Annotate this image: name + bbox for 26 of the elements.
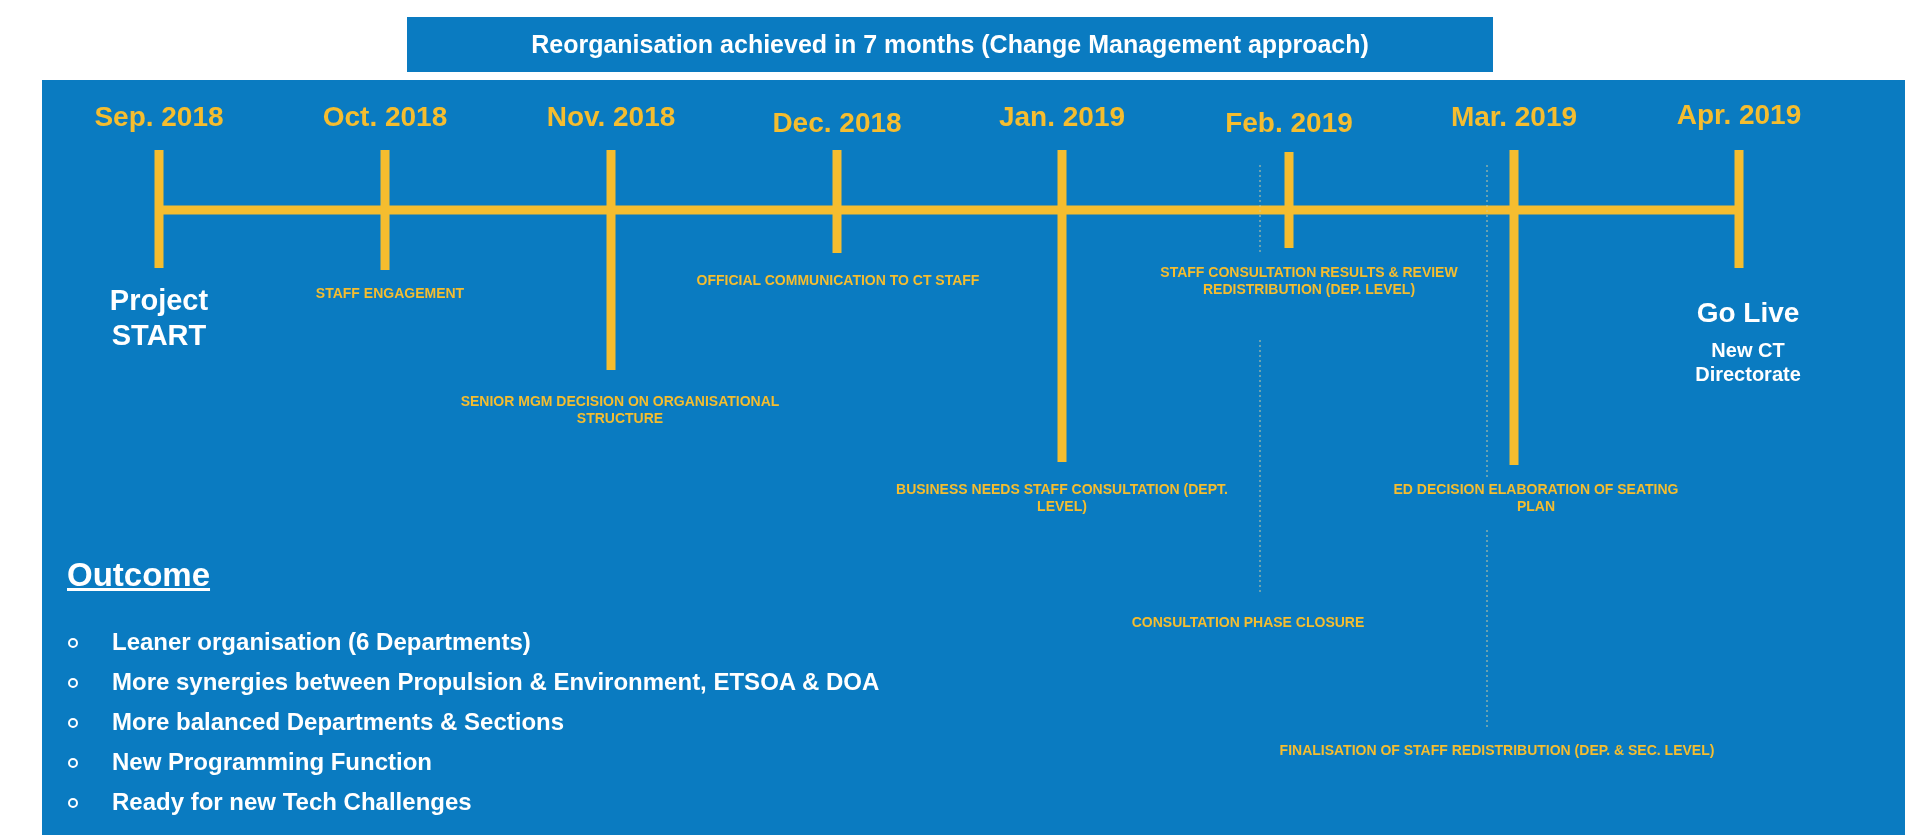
event-label: BUSINESS NEEDS STAFF CONSULTATION (DEPT. LEVEL) (895, 481, 1229, 515)
month-label: Oct. 2018 (321, 100, 449, 134)
event-label: ED DECISION ELABORATION OF SEATING PLAN (1392, 481, 1680, 515)
heading: Outcome (67, 555, 212, 595)
milestone-label: Go Live (1695, 296, 1801, 330)
milestone-label: Project START (108, 283, 210, 353)
month-label: Sep. 2018 (93, 100, 225, 134)
event-label: SENIOR MGM DECISION ON ORGANISATIONAL STRUCTURE (460, 393, 780, 427)
month-label: Mar. 2019 (1449, 100, 1579, 134)
month-label: Dec. 2018 (771, 106, 903, 140)
month-label: Feb. 2019 (1224, 106, 1354, 140)
month-label: Nov. 2018 (545, 100, 677, 134)
outcome-item: More balanced Departments & Sections (112, 708, 566, 737)
outcome-item: Leaner organisation (6 Departments) (112, 628, 532, 657)
month-label: Apr. 2019 (1675, 98, 1803, 132)
milestone-label: New CT Directorate (1694, 338, 1802, 386)
event-label: CONSULTATION PHASE CLOSURE (1130, 614, 1366, 631)
outcome-item: New Programming Function (112, 748, 433, 777)
month-label: Jan. 2019 (997, 100, 1127, 134)
event-label: FINALISATION OF STAFF REDISTRIBUTION (DEP. & SEC. LEVEL) (1278, 742, 1716, 759)
event-label: OFFICIAL COMMUNICATION TO CT STAFF (695, 272, 981, 289)
event-label: STAFF CONSULTATION RESULTS & REVIEW REDISTRIBUTION (DEP. LEVEL) (1159, 264, 1459, 298)
outcome-item: Ready for new Tech Challenges (112, 788, 473, 817)
title-banner: Reorganisation achieved in 7 months (Change Management approach) (407, 17, 1493, 72)
outcome-item: More synergies between Propulsion & Environment, ETSOA & DOA (112, 668, 881, 697)
event-label: STAFF ENGAGEMENT (314, 285, 466, 302)
